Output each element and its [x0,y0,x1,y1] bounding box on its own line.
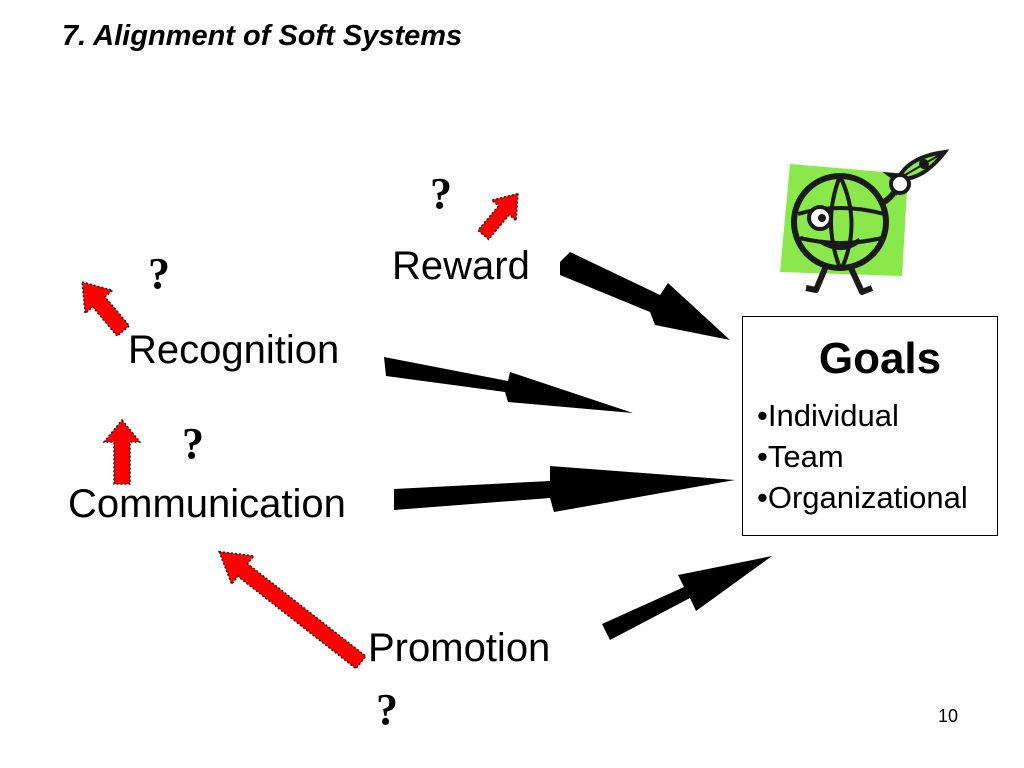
red-dotted-arrow-icon [476,192,519,241]
goals-list: •Individual •Team •Organizational [757,395,968,518]
node-communication: Communication [68,482,346,526]
question-mark-communication: ? [182,419,204,468]
question-mark-reward: ? [430,169,452,218]
red-dotted-arrow-icon [102,418,142,485]
goals-item-individual: •Individual [757,398,899,433]
goals-item-organizational: •Organizational [757,480,968,515]
red-dotted-arrow-icon [81,280,131,338]
black-arrow-icon [602,556,772,640]
question-mark-recognition: ? [148,249,170,298]
node-promotion: Promotion [368,626,551,670]
goals-title: Goals [818,334,942,383]
page-number: 10 [938,706,959,726]
black-arrow-icon [384,357,633,413]
slide-title: 7. Alignment of Soft Systems [62,20,463,52]
node-reward: Reward [392,244,530,288]
black-arrow-icon [560,252,730,340]
node-recognition: Recognition [128,328,340,372]
question-mark-promotion: ? [376,685,398,734]
black-arrow-icon [394,466,735,512]
goals-item-team: •Team [757,439,844,474]
goals-box: Goals •Individual •Team •Organizational [742,316,998,536]
red-dotted-arrow-icon [217,550,367,670]
globe-rocket-icon [780,149,950,295]
